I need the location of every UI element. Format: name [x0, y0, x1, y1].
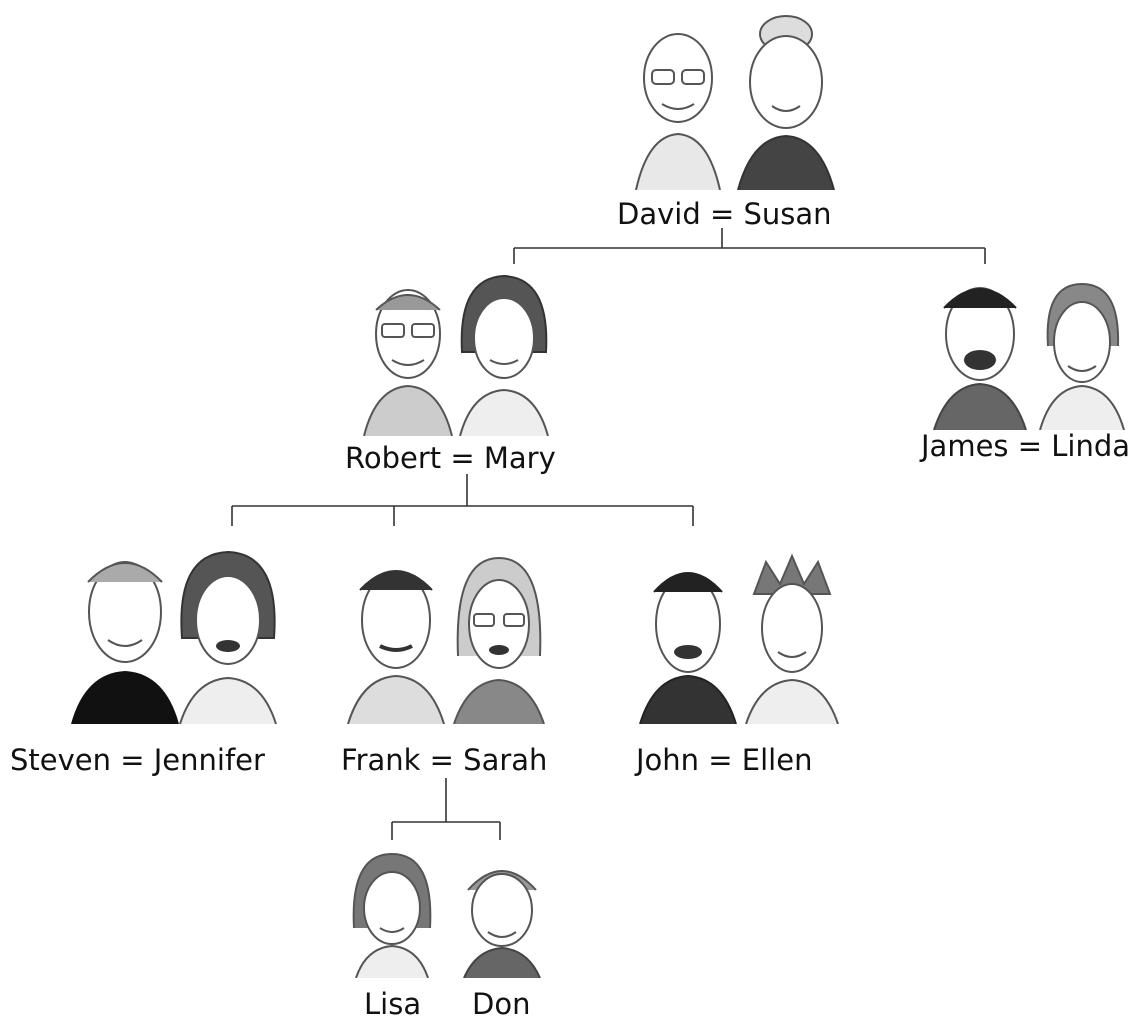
- portrait-frank: [347, 570, 445, 724]
- portrait-john: [639, 572, 737, 724]
- portrait-james: [933, 287, 1027, 430]
- portrait-ellen: [745, 553, 839, 724]
- portrait-don: [463, 870, 541, 978]
- connector-robert-mary: [231, 474, 694, 526]
- label-steven-jennifer: Steven = Jennifer: [10, 743, 265, 777]
- label-grandparents: David = Susan: [617, 197, 832, 231]
- label-lisa: Lisa: [364, 987, 422, 1021]
- label-robert-mary: Robert = Mary: [345, 441, 556, 475]
- label-don: Don: [472, 987, 531, 1021]
- label-james-linda: James = Linda: [921, 429, 1131, 463]
- connector-frank-sarah: [391, 778, 501, 840]
- label-frank-sarah: Frank = Sarah: [341, 743, 548, 777]
- connector-grandparents: [513, 228, 986, 264]
- portrait-susan: [737, 15, 835, 190]
- portrait-sarah: [453, 556, 545, 724]
- portrait-lisa: [352, 852, 432, 978]
- portrait-steven: [71, 561, 179, 724]
- label-john-ellen: John = Ellen: [636, 743, 813, 777]
- portrait-robert: [363, 289, 453, 436]
- portrait-mary: [459, 274, 549, 436]
- portrait-david: [635, 33, 721, 190]
- portrait-linda: [1039, 282, 1125, 430]
- portrait-jennifer: [179, 550, 277, 724]
